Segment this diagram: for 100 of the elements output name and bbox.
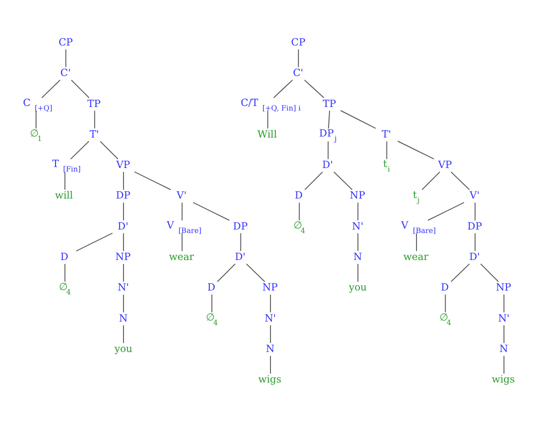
connector bbox=[64, 264, 66, 282]
connector bbox=[397, 140, 434, 160]
node-text: you bbox=[348, 282, 367, 294]
connector bbox=[298, 202, 300, 221]
node-text: D' bbox=[118, 221, 128, 232]
connector bbox=[123, 294, 124, 313]
node-text: DP bbox=[116, 190, 130, 202]
connector bbox=[240, 232, 242, 252]
node-text: Will bbox=[257, 129, 277, 140]
node-text: D bbox=[60, 252, 68, 263]
node-text: T $_{[Fin]}$ bbox=[52, 159, 81, 174]
node-text: N' bbox=[352, 221, 364, 232]
node-text: wear bbox=[403, 252, 428, 263]
connector bbox=[480, 264, 499, 282]
connector bbox=[211, 294, 212, 313]
node-text: wigs bbox=[258, 374, 282, 386]
connector bbox=[474, 202, 476, 221]
connector bbox=[333, 172, 353, 190]
node-text: wear bbox=[169, 252, 194, 263]
node-text: CP bbox=[58, 37, 73, 48]
node-text: wigs bbox=[492, 374, 515, 386]
node-text: D bbox=[440, 282, 449, 294]
connector bbox=[123, 264, 124, 282]
connector bbox=[270, 355, 271, 374]
node-text: TP bbox=[87, 98, 101, 110]
connector bbox=[70, 80, 90, 98]
node-text: N' bbox=[264, 313, 276, 324]
connector bbox=[427, 202, 465, 221]
node-text: V' bbox=[176, 190, 187, 202]
node-text: you bbox=[114, 344, 132, 355]
node-text: N bbox=[266, 344, 275, 355]
node-text: ∅$_{4}$ bbox=[59, 282, 71, 296]
connector bbox=[328, 110, 330, 129]
node-text: D bbox=[294, 190, 303, 202]
connector bbox=[216, 264, 236, 282]
node-text: ∅$_{1}$ bbox=[30, 128, 42, 143]
node-text: VP bbox=[438, 160, 452, 172]
node-text: DP$_{j}$ bbox=[319, 128, 337, 143]
node-text: V $_{[Bare]}$ bbox=[166, 220, 202, 235]
node-text: DP bbox=[467, 221, 482, 232]
node-text: V $_{[Bare]}$ bbox=[401, 220, 436, 235]
node-text: NP bbox=[115, 252, 131, 263]
node-text: D' bbox=[234, 252, 246, 263]
node-text: N bbox=[353, 252, 362, 263]
node-text: C/T $_{[+Q, Fin] i}$ bbox=[240, 98, 301, 112]
node-text: ∅$_{4}$ bbox=[293, 220, 306, 235]
connector bbox=[246, 264, 266, 282]
connector bbox=[386, 140, 388, 160]
node-text: DP bbox=[233, 221, 248, 232]
connector bbox=[357, 264, 358, 282]
connector bbox=[64, 172, 66, 190]
connector bbox=[270, 324, 271, 344]
node-text: N' bbox=[498, 313, 510, 324]
node-text: N bbox=[118, 313, 128, 324]
connector bbox=[340, 110, 376, 129]
node-text: t$_{j}$ bbox=[412, 190, 420, 204]
node-text: D bbox=[207, 282, 216, 294]
connector bbox=[41, 80, 61, 98]
connector bbox=[422, 172, 440, 190]
connector bbox=[416, 232, 417, 252]
connector bbox=[298, 48, 299, 68]
connector bbox=[328, 140, 329, 160]
connector bbox=[182, 202, 183, 221]
node-text: ∅$_{4}$ bbox=[206, 312, 218, 327]
node-text: CP bbox=[291, 37, 306, 48]
connector bbox=[450, 264, 470, 282]
connector bbox=[270, 294, 271, 313]
node-text: TP bbox=[322, 98, 336, 110]
connector bbox=[304, 172, 324, 190]
connector bbox=[70, 140, 90, 160]
connector bbox=[444, 294, 446, 313]
node-text: NP bbox=[350, 190, 366, 202]
connector bbox=[123, 232, 124, 252]
connector bbox=[182, 232, 183, 252]
node-text: VP bbox=[116, 160, 130, 172]
node-text: N' bbox=[118, 282, 130, 294]
node-text: will bbox=[54, 190, 73, 202]
node-text: C' bbox=[292, 68, 304, 80]
connector bbox=[94, 110, 96, 129]
connector bbox=[357, 232, 358, 252]
node-text: NP bbox=[496, 282, 512, 294]
connector bbox=[304, 80, 324, 98]
node-text: D' bbox=[322, 160, 333, 172]
node-text: C' bbox=[60, 68, 71, 80]
node-text: V' bbox=[470, 190, 480, 202]
connector bbox=[123, 172, 124, 190]
node-text: NP bbox=[262, 282, 278, 294]
connector bbox=[273, 80, 293, 98]
connector bbox=[192, 202, 230, 221]
node-text: D' bbox=[469, 252, 480, 263]
connector bbox=[123, 202, 124, 221]
node-text: N bbox=[499, 344, 508, 355]
connector bbox=[474, 232, 476, 252]
node-text: t$_{i}$ bbox=[383, 159, 390, 174]
connector bbox=[357, 202, 358, 221]
connector bbox=[134, 171, 172, 190]
node-text: ∅$_{4}$ bbox=[439, 312, 452, 327]
connector bbox=[65, 48, 66, 68]
connector bbox=[123, 324, 124, 344]
connector bbox=[100, 140, 118, 160]
